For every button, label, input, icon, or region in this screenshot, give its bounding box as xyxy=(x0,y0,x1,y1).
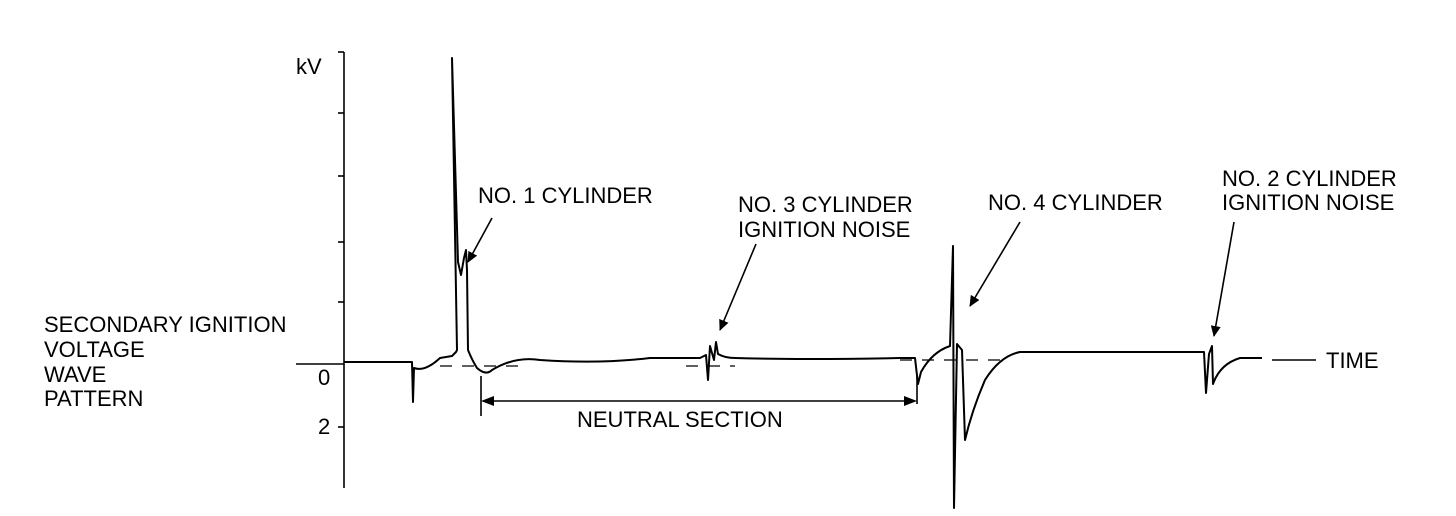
svg-text:WAVE: WAVE xyxy=(44,362,106,387)
neutral-section-label: NEUTRAL SECTION xyxy=(577,407,783,432)
svg-text:PATTERN: PATTERN xyxy=(44,386,143,411)
cylinder-1-callout: NO. 1 CYLINDER xyxy=(478,183,653,208)
cylinder-4-callout: NO. 4 CYLINDER xyxy=(988,190,1163,215)
cylinder-2-noise-callout: NO. 2 CYLINDER IGNITION NOISE xyxy=(1222,166,1397,215)
cylinder-4-arrow xyxy=(969,221,1021,307)
secondary-voltage-waveform xyxy=(344,57,1262,509)
svg-text:IGNITION NOISE: IGNITION NOISE xyxy=(738,217,910,242)
y-tick-zero: 0 xyxy=(318,365,330,390)
zero-reference-line xyxy=(440,359,1000,367)
svg-text:VOLTAGE: VOLTAGE xyxy=(44,337,145,362)
svg-text:IGNITION NOISE: IGNITION NOISE xyxy=(1222,190,1394,215)
time-axis-label: TIME xyxy=(1326,348,1379,373)
waveform-description-label: SECONDARY IGNITION VOLTAGE WAVE PATTERN xyxy=(44,312,286,411)
svg-text:SECONDARY IGNITION: SECONDARY IGNITION xyxy=(44,312,286,337)
cylinder-2-arrow xyxy=(1210,221,1235,337)
svg-text:NO. 2 CYLINDER: NO. 2 CYLINDER xyxy=(1222,166,1397,191)
neutral-section-span xyxy=(480,376,918,416)
y-axis xyxy=(338,51,345,488)
svg-text:NO. 3 CYLINDER: NO. 3 CYLINDER xyxy=(738,192,913,217)
y-tick-two: 2 xyxy=(318,414,330,439)
cylinder-1-arrow xyxy=(467,217,493,263)
cylinder-3-arrow xyxy=(719,243,757,331)
y-axis-unit-label: kV xyxy=(296,54,322,79)
cylinder-3-noise-callout: NO. 3 CYLINDER IGNITION NOISE xyxy=(738,192,913,242)
